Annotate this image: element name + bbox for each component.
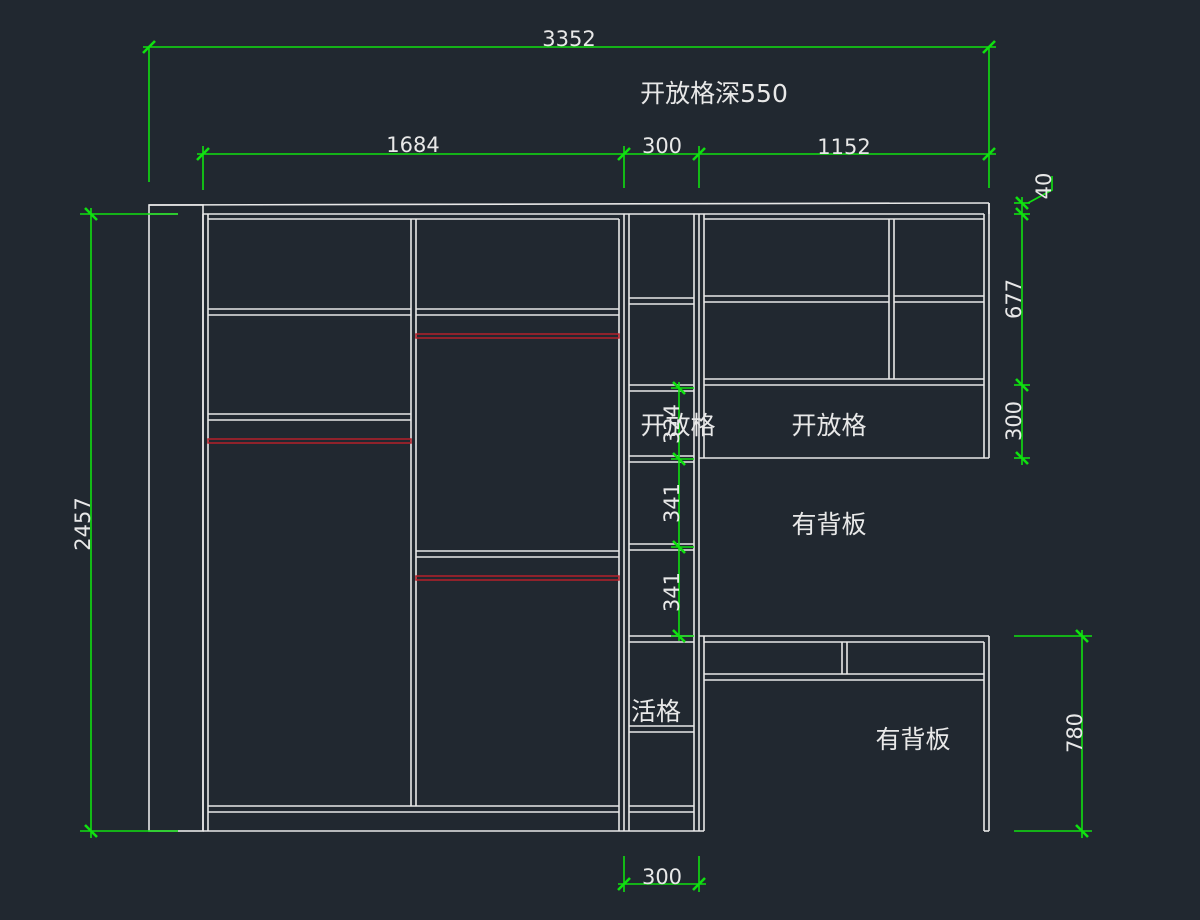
dim-middle-width: 300 — [642, 134, 682, 158]
dim-open-height: 300 — [1002, 401, 1026, 441]
note-movable-shelf: 活格 — [631, 697, 681, 726]
top-slab-top — [148, 202, 990, 206]
dim-shelf-3: 341 — [660, 572, 684, 612]
dim-upper-height: 677 — [1002, 279, 1026, 319]
dim-total-height: 2457 — [71, 497, 95, 550]
dim-top-thickness: 40 — [1032, 173, 1056, 200]
dimension-lines — [80, 40, 1092, 892]
hanging-rod-right-lower — [415, 575, 620, 581]
note-back-panel-lower: 有背板 — [875, 725, 950, 754]
dim-shelf-2: 341 — [660, 483, 684, 523]
note-open-cell-right: 开放格 — [791, 411, 866, 440]
note-open-cell-left: 开放格 — [640, 411, 715, 440]
cabinet-lines — [148, 202, 990, 832]
note-back-panel-upper: 有背板 — [791, 510, 866, 539]
hanging-rod-right-upper — [415, 333, 620, 339]
note-open-depth: 开放格深550 — [640, 79, 788, 108]
dim-right-width: 1152 — [817, 135, 870, 159]
dim-total-width: 3352 — [542, 27, 595, 51]
hanging-rod-left — [207, 438, 412, 444]
dim-shelf-1: 324 — [660, 404, 684, 444]
left-side-panel — [148, 204, 204, 832]
hanging-rods — [207, 333, 620, 581]
dim-left-width: 1684 — [386, 133, 439, 157]
dim-bottom-width: 300 — [642, 865, 682, 889]
dim-desk-height: 780 — [1063, 713, 1087, 753]
